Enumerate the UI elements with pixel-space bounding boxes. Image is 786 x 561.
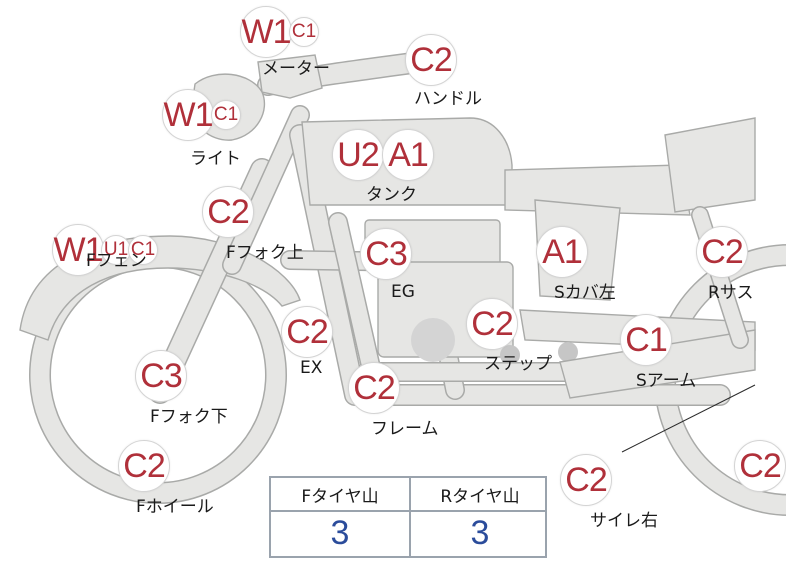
f-fork-upper-code: C2 xyxy=(202,186,254,238)
seat-rear-shape xyxy=(664,117,756,213)
r-sus-code: C2 xyxy=(696,226,748,278)
silencer-right-codes: C2 xyxy=(560,454,612,506)
f-fork-upper-label: Fフォク上 xyxy=(226,243,304,263)
r-sus-codes: C2 xyxy=(696,226,748,278)
rear-tire-value: 3 xyxy=(470,514,490,552)
s-arm-label: Sアーム xyxy=(636,371,697,391)
silencer-right-label: サイレ右 xyxy=(590,511,658,531)
exhaust-label: EX xyxy=(300,358,323,378)
s-cover-left-codes: A1 xyxy=(536,226,588,278)
s-cover-left-code: A1 xyxy=(536,226,588,278)
f-fork-upper-codes: C2 xyxy=(202,186,254,238)
silencer-right-code: C2 xyxy=(560,454,612,506)
r-sus-label: Rサス xyxy=(708,283,754,303)
f-fork-lower-codes: C3 xyxy=(135,350,187,402)
engine-label: EG xyxy=(391,282,415,302)
f-wheel-code: C2 xyxy=(118,440,170,492)
light-codes: W1 C1 xyxy=(162,89,241,141)
engine-cover-shape xyxy=(411,318,455,362)
meter-codes: W1 C1 xyxy=(240,6,319,58)
s-arm-codes: C1 xyxy=(620,314,672,366)
tank-code-2: A1 xyxy=(382,129,434,181)
silencer-leader-line xyxy=(621,384,756,453)
f-fender-codes: W1 U1 C1 xyxy=(52,224,158,276)
engine-code: C3 xyxy=(360,228,412,280)
step-code: C2 xyxy=(466,298,518,350)
meter-code-sub: C1 xyxy=(289,17,319,47)
tire-tread-table: Fタイヤ山 Rタイヤ山 3 3 xyxy=(269,476,547,558)
f-fender-code-main: W1 xyxy=(52,224,104,276)
tank-codes: U2 A1 xyxy=(332,129,434,181)
s-arm-code: C1 xyxy=(620,314,672,366)
silencer-shape xyxy=(559,329,756,399)
meter-code-main: W1 xyxy=(240,6,292,58)
light-code-main: W1 xyxy=(162,89,214,141)
step-peg-shape-2 xyxy=(558,342,578,362)
s-cover-left-label: Sカバ左 xyxy=(554,283,616,303)
light-label: ライト xyxy=(190,149,241,169)
handle-codes: C2 xyxy=(405,34,457,86)
frame-label: フレーム xyxy=(371,419,439,439)
handle-code: C2 xyxy=(405,34,457,86)
r-wheel-codes: C2 xyxy=(734,440,786,492)
f-fork-lower-code: C3 xyxy=(135,350,187,402)
front-tire-header: Fタイヤ山 xyxy=(301,487,379,507)
tire-table-divider xyxy=(409,478,411,556)
handle-label: ハンドル xyxy=(414,89,482,109)
engine-codes: C3 xyxy=(360,228,412,280)
step-codes: C2 xyxy=(466,298,518,350)
f-fender-label: Fフェン xyxy=(86,251,147,271)
exhaust-codes: C2 xyxy=(281,306,333,358)
frame-codes: C2 xyxy=(348,362,400,414)
meter-shape xyxy=(257,54,323,99)
step-label: ステップ xyxy=(484,354,552,374)
meter-label: メーター xyxy=(262,59,330,79)
light-code-sub: C1 xyxy=(211,100,241,130)
f-fork-lower-label: Fフォク下 xyxy=(150,407,228,427)
tank-code-1: U2 xyxy=(332,129,384,181)
f-fender-code-sub2: C1 xyxy=(128,235,158,265)
f-wheel-codes: C2 xyxy=(118,440,170,492)
frame-code: C2 xyxy=(348,362,400,414)
exhaust-code: C2 xyxy=(281,306,333,358)
rear-tire-header: Rタイヤ山 xyxy=(440,487,520,507)
tire-table-header-row xyxy=(271,478,545,512)
r-wheel-code: C2 xyxy=(734,440,786,492)
front-tire-value: 3 xyxy=(330,514,350,552)
step-peg-shape xyxy=(500,345,520,365)
f-fender-code-sub1: U1 xyxy=(101,235,131,265)
tank-label: タンク xyxy=(366,185,417,205)
f-wheel-label: Fホイール xyxy=(136,497,214,517)
